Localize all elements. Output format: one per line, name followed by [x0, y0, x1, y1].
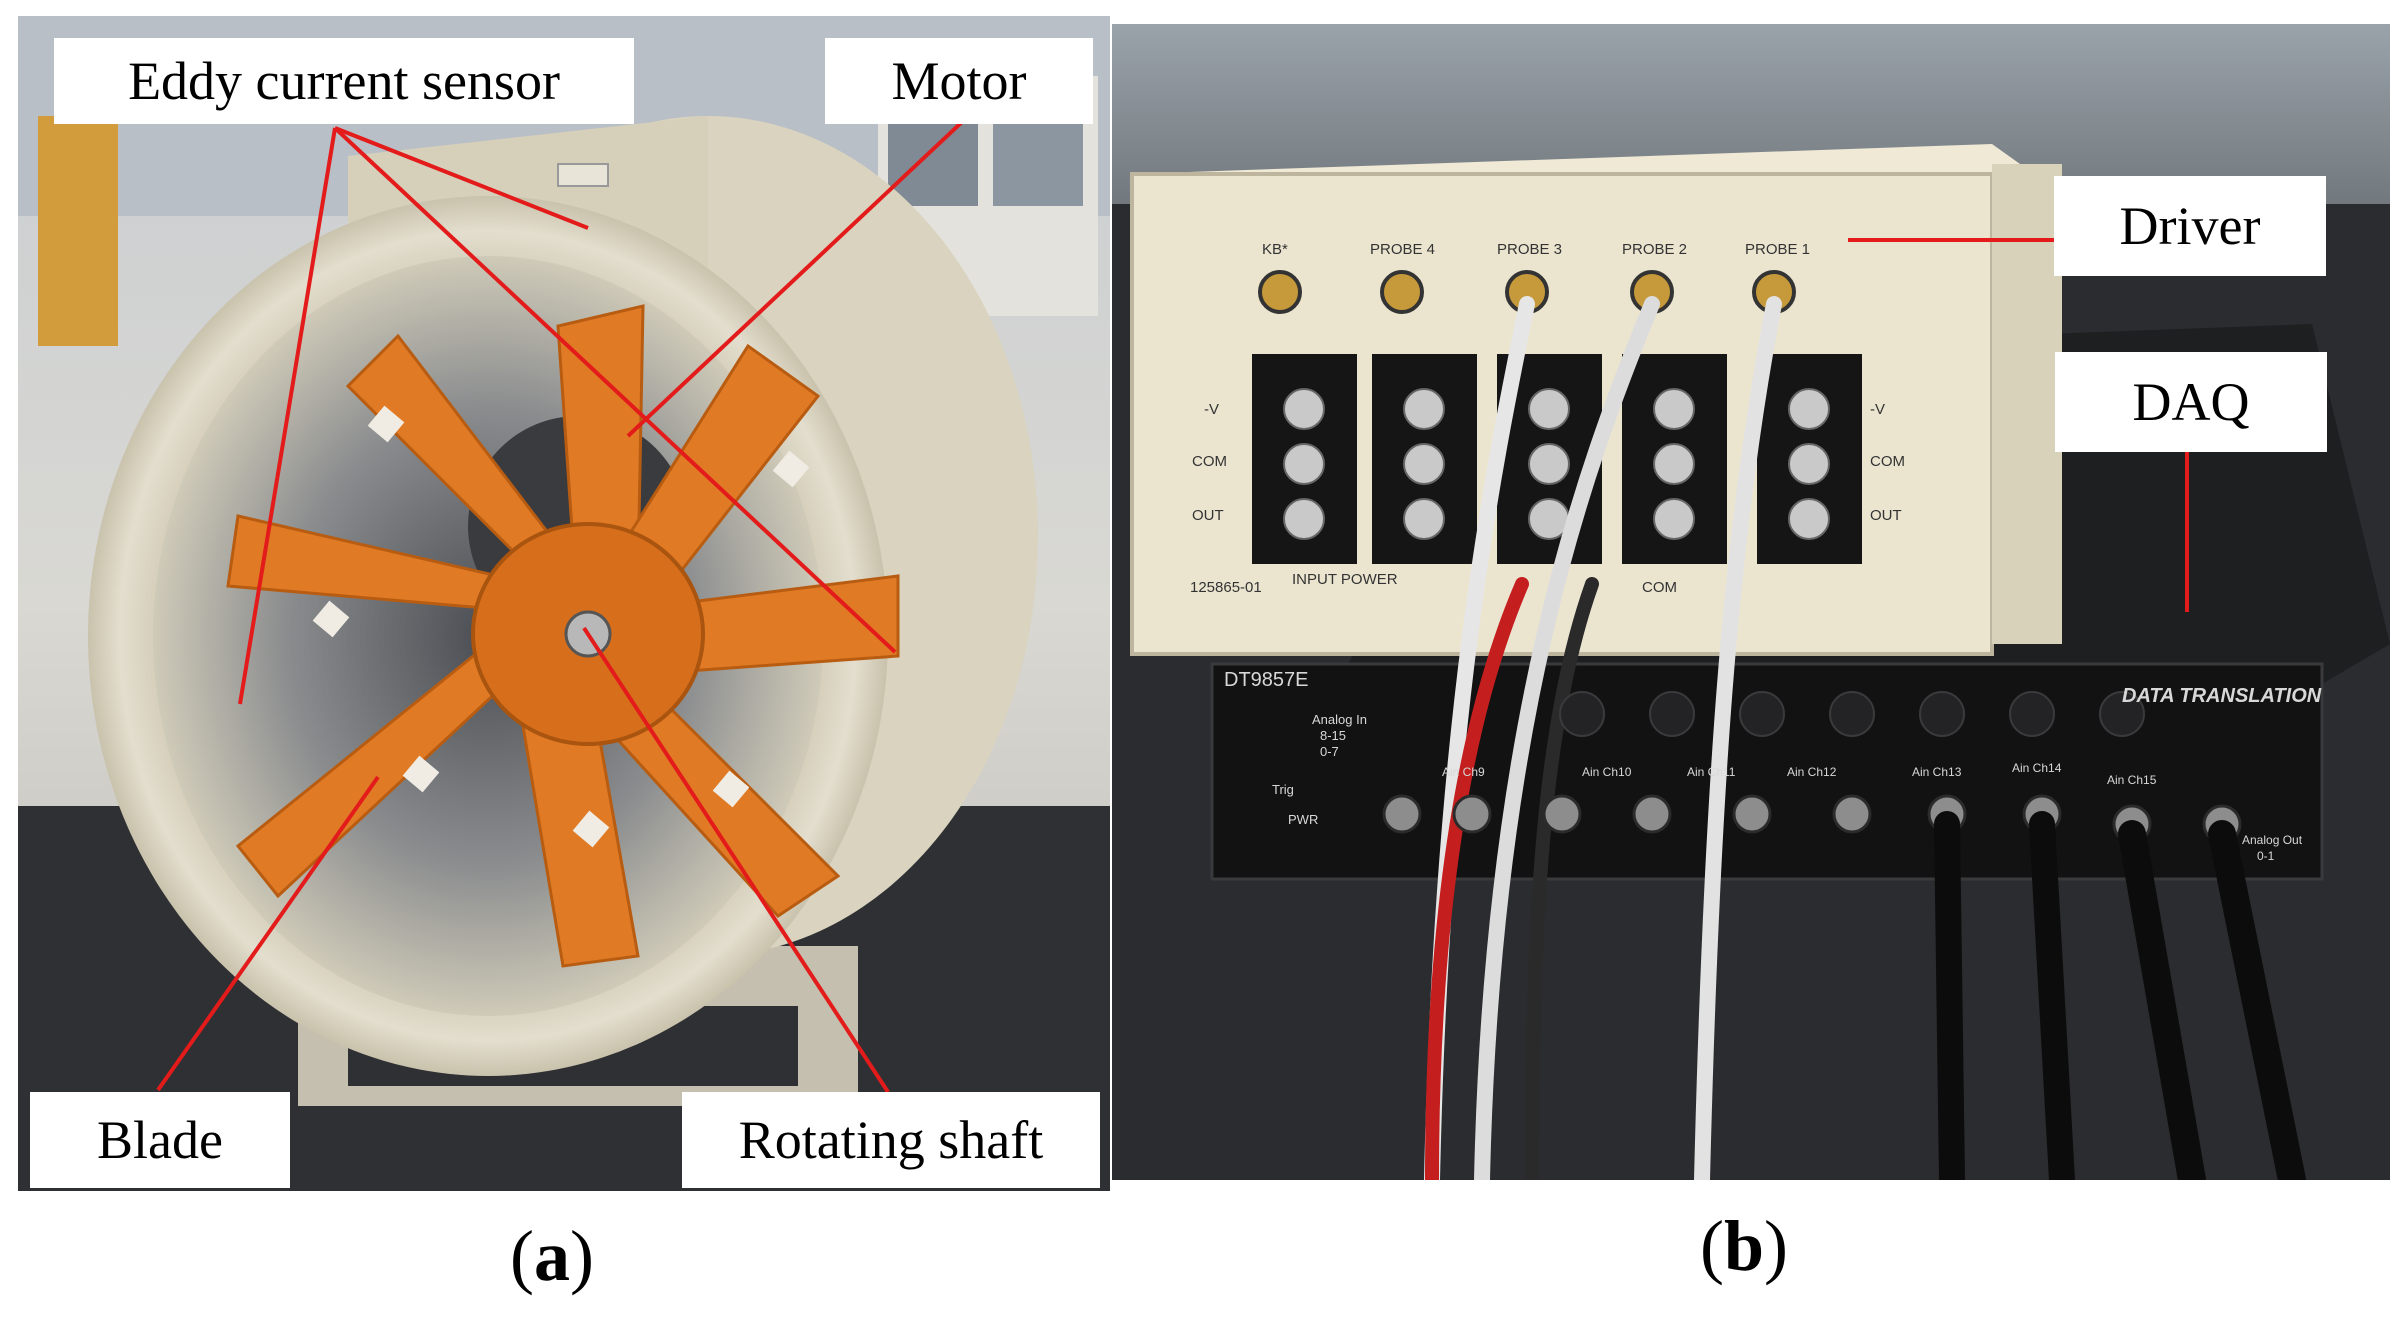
daq-ch11-text: Ain Ch11 — [1687, 765, 1736, 779]
fan-photo-illustration — [18, 16, 1110, 1191]
daq-analog-out-range-text: 0-1 — [2257, 849, 2275, 863]
label-driver: Driver — [2054, 176, 2326, 276]
driver-probe-2-text: PROBE 2 — [1622, 241, 1687, 258]
caption-a: (a) — [510, 1216, 594, 1296]
label-daq-text: DAQ — [2132, 372, 2250, 432]
driver-kv-text: KB* — [1262, 241, 1288, 258]
daq-pwr-text: PWR — [1288, 812, 1318, 827]
daq-trig-text: Trig — [1272, 782, 1294, 797]
label-blade-text: Blade — [97, 1110, 223, 1170]
daq-ch12-text: Ain Ch12 — [1787, 765, 1837, 779]
panel-a-photo — [18, 16, 1110, 1191]
daq-analog-in-range-1-text: 8-15 — [1320, 728, 1346, 743]
driver-vneg-left-text: -V — [1204, 401, 1219, 418]
label-daq: DAQ — [2055, 352, 2327, 452]
label-eddy-current-sensor: Eddy current sensor — [54, 38, 634, 124]
daq-ch9-text: Ain Ch9 — [1442, 765, 1485, 779]
daq-analog-in-range-2-text: 0-7 — [1320, 744, 1339, 759]
driver-input-power-text: INPUT POWER — [1292, 571, 1398, 588]
label-driver-text: Driver — [2119, 196, 2261, 256]
caption-a-letter: a — [533, 1216, 570, 1296]
driver-probe-4-text: PROBE 4 — [1370, 241, 1435, 258]
label-motor-text: Motor — [891, 51, 1027, 111]
label-rotating-shaft-text: Rotating shaft — [738, 1110, 1044, 1170]
label-motor: Motor — [825, 38, 1093, 124]
daq-ch15-text: Ain Ch15 — [2107, 773, 2157, 787]
driver-out-right-text: OUT — [1870, 507, 1902, 524]
label-rotating-shaft: Rotating shaft — [682, 1092, 1100, 1188]
driver-com-right-text: COM — [1870, 453, 1905, 470]
driver-com-left-text: COM — [1192, 453, 1227, 470]
driver-vneg-right-text: -V — [1870, 401, 1885, 418]
driver-probe-1-text: PROBE 1 — [1745, 241, 1810, 258]
driver-out-left-text: OUT — [1192, 507, 1224, 524]
driver-probe-3-text: PROBE 3 — [1497, 241, 1562, 258]
driver-com-bottom-text: COM — [1642, 579, 1677, 596]
label-blade: Blade — [30, 1092, 290, 1188]
daq-model-text: DT9857E — [1224, 669, 1309, 691]
driver-serial-text: 125865-01 — [1190, 579, 1262, 596]
daq-analog-in-text: Analog In — [1312, 712, 1367, 727]
daq-ch13-text: Ain Ch13 — [1912, 765, 1962, 779]
daq-analog-out-text: Analog Out — [2242, 833, 2303, 847]
daq-brand-text: DATA TRANSLATION — [2122, 685, 2322, 707]
caption-b-letter: b — [1723, 1206, 1765, 1286]
label-eddy-current-sensor-text: Eddy current sensor — [128, 51, 560, 111]
daq-ch10-text: Ain Ch10 — [1582, 765, 1632, 779]
caption-b: (b) — [1700, 1206, 1789, 1286]
daq-ch14-text: Ain Ch14 — [2012, 761, 2062, 775]
